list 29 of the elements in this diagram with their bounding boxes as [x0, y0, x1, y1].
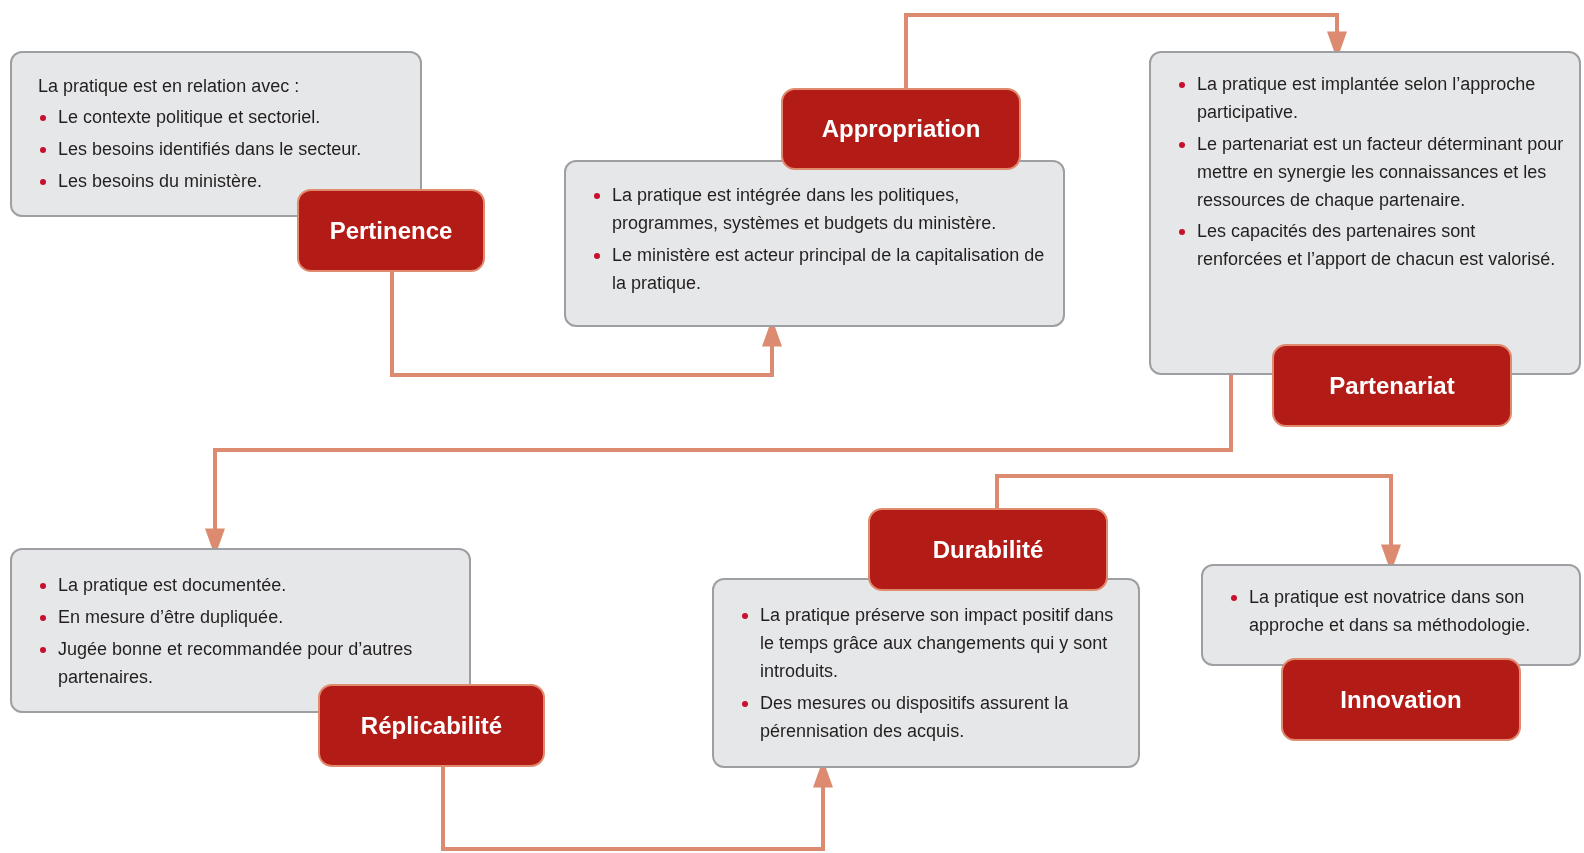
title-badge: Appropriation [781, 88, 1021, 170]
bullet-text: La pratique est novatrice dans son approche et dans sa méthodologie. [1249, 587, 1531, 635]
bullet-text: Les capacités des partenaires sont renforcées et l’apport de chacun est valorisé. [1197, 221, 1556, 270]
title-badge: Pertinence [297, 189, 485, 272]
bullet-text: La pratique est intégrée dans les politiques, programmes, systèmes et budgets du ministère. [612, 185, 997, 233]
bullet-text: Le partenariat est un facteur déterminant pour mettre en synergie les connaissances et les ressources de chaque partenaire. [1197, 133, 1564, 210]
title-badge: Réplicabilité [318, 684, 545, 767]
bullet-text: La pratique est documentée. [58, 575, 287, 595]
title-badge: Durabilité [868, 508, 1108, 591]
title-badge: Innovation [1281, 658, 1521, 741]
bullet-text: La pratique préserve son impact positif dans le temps grâce aux changements qui y sont introduits. [760, 605, 1114, 681]
info-card [10, 51, 422, 217]
intro-text: La pratique est en relation avec : [38, 75, 301, 98]
connector-arrow [904, 13, 1347, 88]
info-card [564, 160, 1065, 327]
info-card [712, 578, 1140, 768]
info-card [1201, 564, 1581, 666]
bullet-text: Le contexte politique et sectoriel. [58, 107, 321, 127]
info-card [1149, 51, 1581, 375]
title-badge: Partenariat [1272, 344, 1512, 427]
bullet-text: Jugée bonne et recommandée pour d’autres partenaires. [58, 638, 413, 687]
bullet-text: Le ministère est acteur principal de la capitalisation de la pratique. [612, 244, 1045, 293]
info-card [10, 548, 471, 713]
bullet-text: Des mesures ou dispositifs assurent la pérennisation des acquis. [760, 692, 1069, 741]
bullet-text: Les besoins identifiés dans le secteur. [58, 138, 362, 159]
bullet-text: Les besoins du ministère. [58, 170, 263, 191]
connector-arrow [390, 272, 782, 377]
bullet-text: En mesure d’être dupliquée. [58, 606, 284, 627]
bullet-text: La pratique est implantée selon l’approche participative. [1197, 74, 1536, 122]
